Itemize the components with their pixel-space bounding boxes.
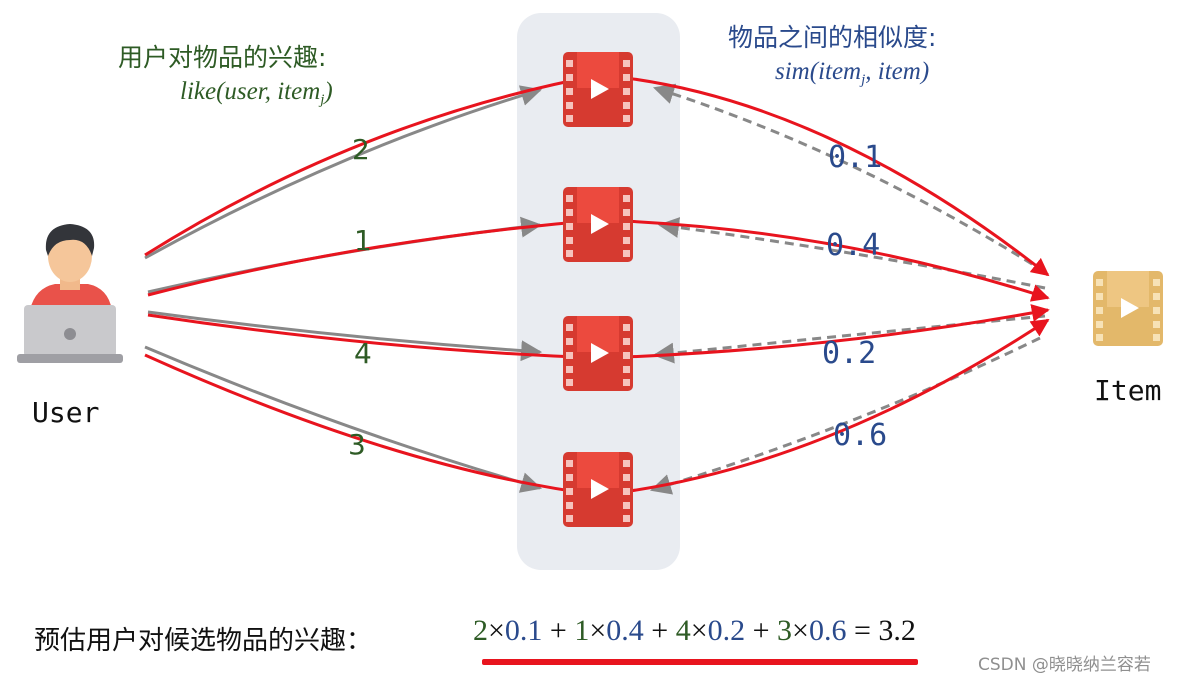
- user-item-arrows: [144, 85, 543, 493]
- similarity-arg1: item: [818, 58, 862, 85]
- video-icon: [563, 187, 633, 262]
- sim-arrow-2: [657, 217, 1046, 290]
- sim-arrow-4: [649, 336, 1041, 495]
- eq-result: 3.2: [878, 614, 916, 647]
- similarity-sub: j: [861, 72, 866, 88]
- similarity-formula: sim(itemj, item): [775, 58, 930, 88]
- weight-label-3: 4: [354, 337, 372, 370]
- eq-times-2: ×: [589, 614, 607, 647]
- interest-title: 用户对物品的兴趣:: [118, 43, 327, 72]
- bottom-equation: 2×0.1 + 1×0.4 + 4×0.2 + 3×0.6 = 3.2: [473, 614, 916, 648]
- item-label: Item: [1094, 374, 1162, 407]
- interest-formula: like(user, itemj): [180, 78, 333, 108]
- similarity-arg2: , item: [865, 58, 921, 85]
- similarity-title: 物品之间的相似度:: [728, 23, 937, 52]
- eq-sim-4: 0.6: [808, 614, 847, 647]
- user-arrow-4: [144, 345, 543, 493]
- eq-equals: =: [846, 614, 879, 647]
- eq-times-4: ×: [792, 614, 809, 647]
- eq-sim-2: 0.4: [606, 614, 644, 647]
- eq-weight-1: 2: [473, 614, 488, 647]
- interest-args: user, item: [224, 78, 321, 105]
- eq-weight-3: 4: [675, 614, 691, 647]
- watermark: CSDN @晓晓纳兰容若: [978, 655, 1151, 675]
- eq-times-1: ×: [488, 614, 505, 647]
- equation-underline: [482, 659, 918, 665]
- user-label: User: [32, 396, 100, 429]
- similarity-label-3: 0.2: [822, 336, 877, 371]
- video-icon: [563, 52, 633, 127]
- user-arrow-3: [147, 310, 543, 362]
- similarity-arrows: [649, 83, 1046, 495]
- eq-plus-3: +: [745, 614, 778, 647]
- similarity-label-1: 0.1: [828, 140, 883, 175]
- eq-sim-3: 0.2: [707, 614, 746, 647]
- sim-arrow-3: [652, 314, 1046, 364]
- weight-label-4: 3: [348, 428, 366, 461]
- eq-plus-2: +: [643, 614, 676, 647]
- eq-plus-1: +: [542, 614, 575, 647]
- weight-label-2: 1: [354, 224, 372, 257]
- similarity-fn: sim: [775, 58, 810, 85]
- weight-label-1: 2: [352, 133, 370, 166]
- eq-sim-1: 0.1: [504, 614, 543, 647]
- eq-weight-2: 1: [574, 614, 590, 647]
- video-icon: [563, 316, 633, 391]
- eq-times-3: ×: [690, 614, 708, 647]
- similarity-label-4: 0.6: [833, 418, 888, 453]
- eq-weight-4: 3: [777, 614, 793, 647]
- target-video-icon: [1093, 271, 1163, 346]
- candidate-items-panel: [517, 13, 680, 570]
- user-arrow-1: [144, 85, 543, 260]
- sim-arrow-1: [652, 83, 1046, 274]
- interest-sub: j: [320, 92, 325, 108]
- video-icon: [563, 452, 633, 527]
- similarity-label-2: 0.4: [826, 228, 881, 263]
- bottom-prefix: 预估用户对候选物品的兴趣：: [34, 626, 373, 656]
- user-laptop-icon: [17, 224, 123, 363]
- interest-fn: like: [180, 78, 217, 105]
